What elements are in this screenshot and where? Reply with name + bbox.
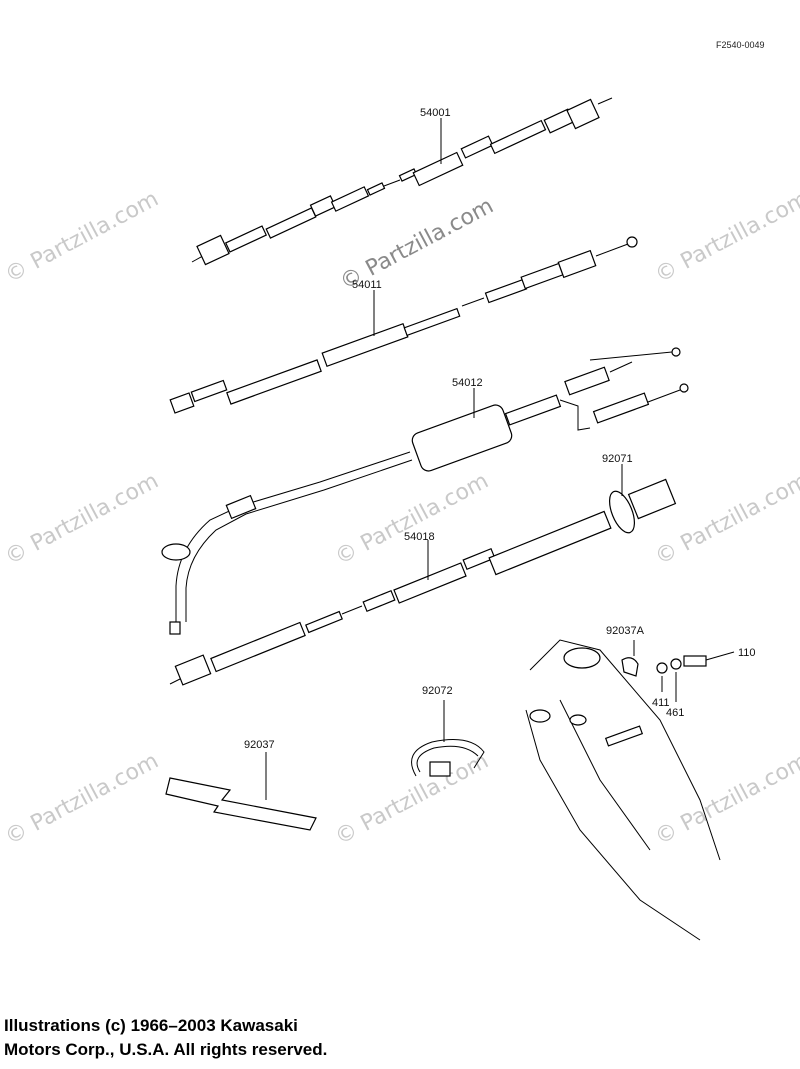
cable-54012 — [161, 347, 689, 635]
part-label-411: 411 — [652, 697, 670, 709]
watermark-text: © Partzilla.com — [1, 749, 163, 851]
bracket-92037 — [165, 752, 317, 831]
frame-assembly — [525, 639, 735, 941]
part-label-54018: 54018 — [404, 531, 435, 543]
watermark-text: © Partzilla.com — [1, 469, 163, 571]
watermark-text: © Partzilla.com — [651, 749, 800, 851]
part-label-54011: 54011 — [352, 279, 382, 291]
cable-54001 — [191, 97, 613, 266]
copyright-notice: Illustrations (c) 1966–2003 Kawasaki Mot… — [4, 1014, 464, 1062]
part-label-54012: 54012 — [452, 377, 483, 389]
watermark-layer: © Partzilla.com © Partzilla.com © Partzi… — [1, 187, 800, 851]
watermark-text: © Partzilla.com — [1, 187, 163, 289]
part-label-92071: 92071 — [602, 453, 633, 465]
part-label-92037: 92037 — [244, 739, 275, 751]
copyright-line-1: Illustrations (c) 1966–2003 Kawasaki — [4, 1016, 298, 1035]
parts-diagram: F2540-0049 © Partzilla.com © Partzilla.c… — [1, 40, 800, 941]
part-label-92072: 92072 — [422, 685, 453, 697]
watermark-text: © Partzilla.com — [651, 469, 800, 571]
drawing-id: F2540-0049 — [716, 40, 765, 50]
part-label-54001: 54001 — [420, 107, 451, 119]
part-label-110: 110 — [738, 647, 756, 659]
cable-54011 — [169, 236, 638, 414]
part-label-461: 461 — [666, 707, 684, 719]
watermark-text: © Partzilla.com — [651, 187, 800, 289]
part-label-92037A: 92037A — [606, 625, 645, 637]
cable-54018 — [169, 464, 677, 686]
copyright-line-2: Motors Corp., U.S.A. All rights reserved… — [4, 1040, 328, 1059]
watermark-text: © Partzilla.com — [331, 469, 493, 571]
band-92072 — [411, 700, 485, 777]
